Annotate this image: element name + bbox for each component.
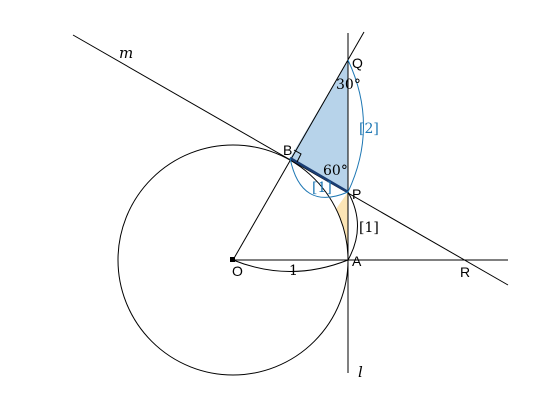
- label-line-l: l: [358, 363, 363, 381]
- label-b: B: [283, 142, 292, 158]
- sliver-region-ap: [336, 192, 348, 260]
- ap-brace: [347, 191, 358, 261]
- label-radius: 1: [289, 263, 298, 279]
- label-pq-length: [2]: [359, 121, 379, 137]
- center-point-o: [230, 257, 235, 262]
- label-a: A: [352, 253, 362, 269]
- triangle-bpq: [290, 60, 348, 192]
- radius-brace: [232, 259, 349, 272]
- label-bp-length: [1]: [312, 180, 332, 196]
- label-o: O: [232, 263, 243, 279]
- label-ap-length: [1]: [359, 220, 379, 236]
- label-angle-q: 30°: [336, 77, 361, 93]
- line-ob: [232, 31, 365, 261]
- pq-brace: [347, 59, 364, 193]
- right-angle-marker: [293, 149, 302, 163]
- bp-brace: [289, 157, 349, 198]
- label-r: R: [460, 264, 470, 280]
- segment-bp: [289, 156, 349, 194]
- label-p: P: [352, 186, 361, 202]
- label-q: Q: [352, 55, 363, 71]
- label-line-m: m: [119, 44, 133, 62]
- label-angle-p: 60°: [323, 163, 348, 179]
